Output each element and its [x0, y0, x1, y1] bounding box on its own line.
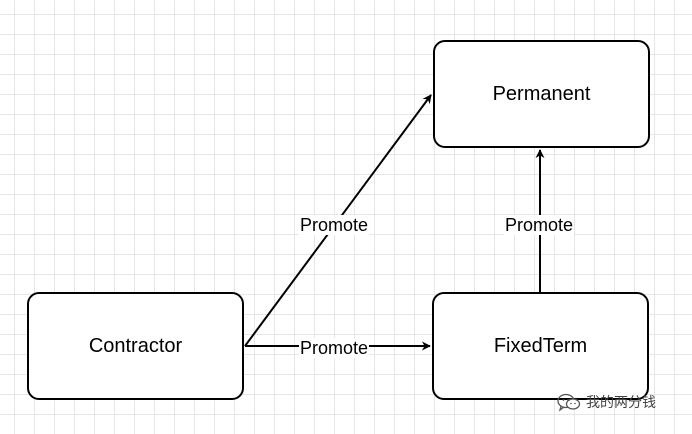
- node-fixedterm-label: FixedTerm: [493, 334, 588, 357]
- wechat-icon: [557, 393, 581, 412]
- node-permanent[interactable]: Permanent: [433, 40, 650, 148]
- edge-label-contractor-fixedterm: Promote: [299, 338, 370, 358]
- node-permanent-label: Permanent: [492, 82, 591, 105]
- node-fixedterm[interactable]: FixedTerm: [432, 292, 649, 400]
- watermark: 我的两分钱: [556, 392, 656, 412]
- edge-label-contractor-permanent: Promote: [299, 215, 370, 235]
- watermark-text: 我的两分钱: [586, 394, 656, 410]
- edge-label-fixedterm-permanent: Promote: [504, 215, 575, 235]
- node-contractor-label: Contractor: [88, 334, 183, 357]
- node-contractor[interactable]: Contractor: [27, 292, 244, 400]
